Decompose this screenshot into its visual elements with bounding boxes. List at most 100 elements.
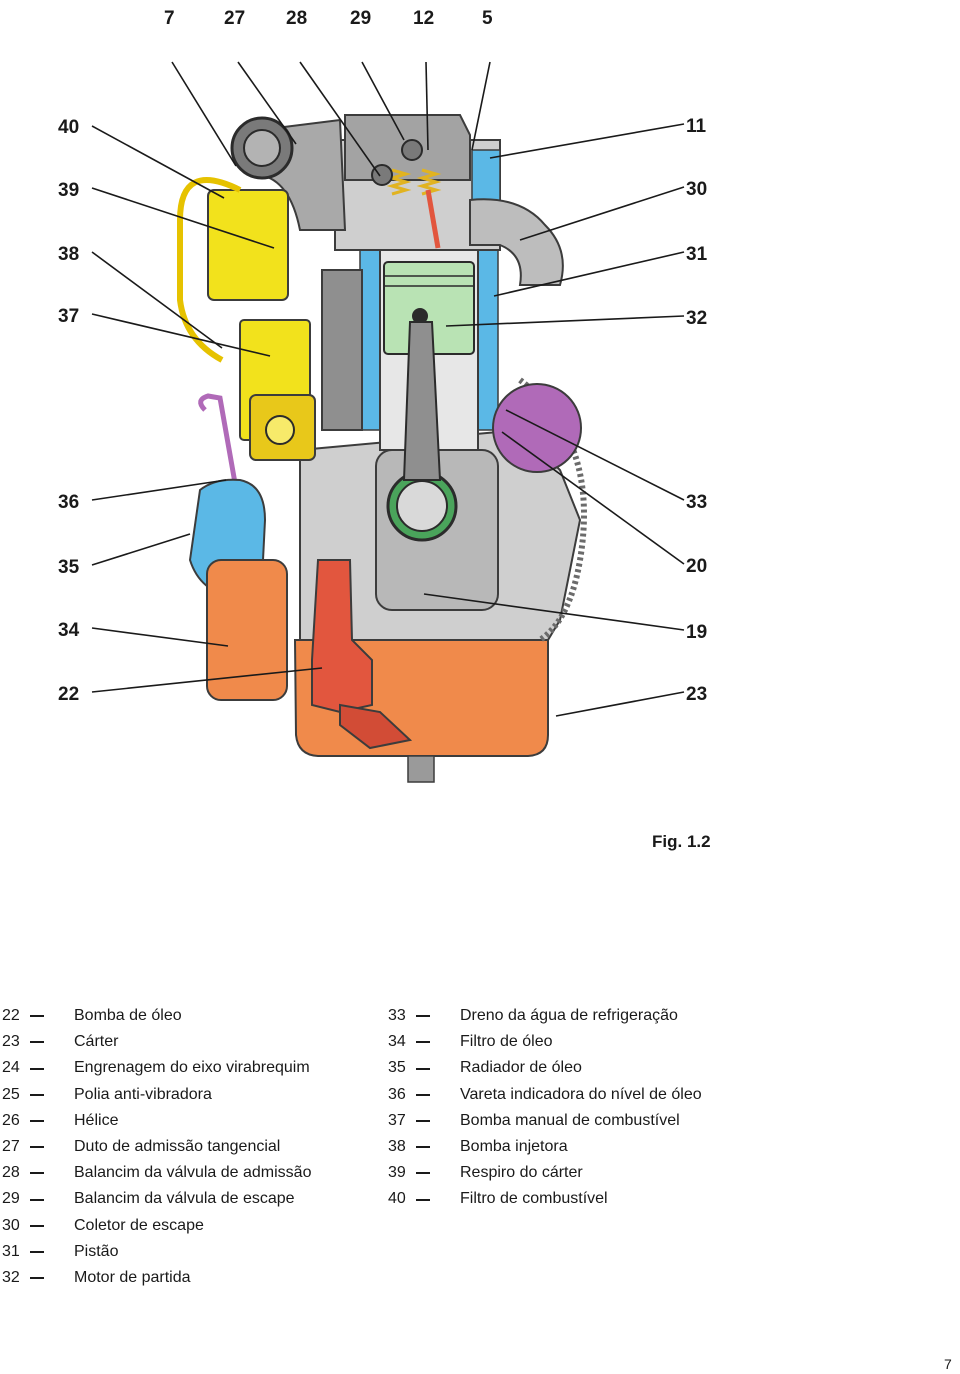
callout-right: 11 — [686, 116, 707, 137]
legend-row: 37 Bomba manual de combustível — [388, 1108, 702, 1134]
fuel-line — [177, 177, 242, 363]
legend-number: 34 — [388, 1033, 406, 1051]
legend-label: Motor de partida — [74, 1269, 191, 1287]
figure-caption: Fig. 1.2 — [652, 832, 711, 851]
legend-dash — [416, 1015, 430, 1018]
legend-row: 40 Filtro de combustível — [388, 1186, 702, 1212]
callout-left: 36 — [58, 492, 79, 513]
callout-right: 20 — [686, 556, 707, 577]
legend-dash — [416, 1067, 430, 1070]
legend-label: Bomba de óleo — [74, 1007, 182, 1024]
fuel-filter — [207, 189, 289, 301]
pulley — [321, 269, 363, 431]
callout-top: 7 — [164, 8, 175, 29]
callout-left: 40 — [58, 117, 79, 138]
engine-cutaway-diagram: 7 27 28 29 12 5 40 39 38 37 36 35 34 22 … — [58, 8, 708, 783]
callout-top: 28 — [286, 8, 307, 29]
legend-number: 29 — [2, 1190, 20, 1208]
legend-number: 23 — [2, 1033, 20, 1051]
callout-top: 29 — [350, 8, 371, 29]
oil-pickup — [339, 703, 413, 750]
legend-number: 35 — [388, 1059, 406, 1077]
legend-left-column: 22 Bomba de óleo 23 Cárter 24 Engrenagem do… — [2, 1003, 311, 1291]
legend-label: Cárter — [74, 1033, 119, 1051]
legend-dash — [416, 1041, 430, 1044]
legend-number: 26 — [2, 1111, 20, 1129]
legend-row: 26 Hélice — [2, 1108, 311, 1134]
callout-right: 23 — [686, 684, 707, 705]
legend-label: Hélice — [74, 1111, 119, 1129]
legend-row: 24 Engrenagem do eixo virabrequim — [2, 1055, 311, 1081]
legend-row: 22 Bomba de óleo — [2, 1003, 311, 1029]
callout-right: 30 — [686, 179, 707, 200]
oil-dipstick — [198, 393, 241, 501]
callout-top: 12 — [413, 8, 434, 29]
callout-numbers: 7 27 28 29 12 5 40 39 38 37 36 35 34 22 … — [58, 8, 708, 705]
legend-number: 22 — [2, 1007, 20, 1024]
legend-label: Respiro do cárter — [460, 1164, 583, 1182]
callout-left: 39 — [58, 180, 79, 201]
legend-label: Polia anti-vibradora — [74, 1085, 212, 1103]
legend-number: 28 — [2, 1164, 20, 1182]
legend-number: 24 — [2, 1059, 20, 1077]
coolant-jacket-right — [477, 249, 499, 431]
legend-number: 37 — [388, 1111, 406, 1129]
legend-dash — [416, 1146, 430, 1149]
callout-left: 22 — [58, 684, 79, 705]
legend-label: Filtro de óleo — [460, 1033, 553, 1051]
legend-dash — [30, 1172, 44, 1175]
legend-row: 23 Cárter — [2, 1029, 311, 1055]
legend-dash — [416, 1198, 430, 1201]
page-number: 7 — [944, 1356, 952, 1372]
legend-number: 39 — [388, 1164, 406, 1182]
legend-label: Radiador de óleo — [460, 1059, 582, 1077]
legend-number: 32 — [2, 1269, 20, 1287]
oil-pump — [311, 559, 373, 714]
legend-row: 31 Pistão — [2, 1239, 311, 1265]
callout-left: 37 — [58, 306, 79, 327]
legend-label: Duto de admissão tangencial — [74, 1138, 281, 1156]
legend-dash — [30, 1250, 44, 1253]
sump-drain-plug — [407, 755, 435, 783]
legend-row: 32 Motor de partida — [2, 1265, 311, 1291]
legend-label: Bomba manual de combustível — [460, 1111, 680, 1129]
callout-top: 27 — [224, 8, 245, 29]
legend-label: Vareta indicadora do nível de óleo — [460, 1085, 702, 1103]
connecting-rod — [402, 321, 442, 481]
callout-right: 19 — [686, 622, 707, 643]
legend-number: 31 — [2, 1242, 20, 1260]
callout-left: 38 — [58, 244, 79, 265]
legend-dash — [30, 1093, 44, 1096]
leader-lines — [91, 61, 685, 717]
callout-right: 31 — [686, 244, 708, 265]
legend-dash — [30, 1146, 44, 1149]
legend-label: Balancim da válvula de escape — [74, 1190, 295, 1208]
legend-dash — [416, 1093, 430, 1096]
legend-dash — [416, 1172, 430, 1175]
legend-dash — [30, 1277, 44, 1280]
oil-filter — [206, 559, 288, 701]
legend-label: Dreno da água de refrigeração — [460, 1007, 678, 1024]
piston-pin — [412, 308, 428, 324]
legend-label: Filtro de combustível — [460, 1190, 608, 1208]
legend-number: 30 — [2, 1216, 20, 1234]
legend-number: 38 — [388, 1138, 406, 1156]
valve-spring-intake — [386, 168, 412, 196]
legend-label: Balancim da válvula de admissão — [74, 1164, 312, 1182]
legend-label: Pistão — [74, 1242, 119, 1260]
legend-dash — [30, 1224, 44, 1227]
legend-number: 27 — [2, 1138, 20, 1156]
legend-row: 35 Radiador de óleo — [388, 1055, 702, 1081]
legend-number: 40 — [388, 1190, 406, 1208]
legend-label: Engrenagem do eixo virabrequim — [74, 1059, 310, 1077]
legend-dash — [30, 1015, 44, 1018]
callout-right: 32 — [686, 308, 707, 329]
exhaust-valve-stem — [425, 189, 441, 249]
legend-dash — [30, 1198, 44, 1201]
